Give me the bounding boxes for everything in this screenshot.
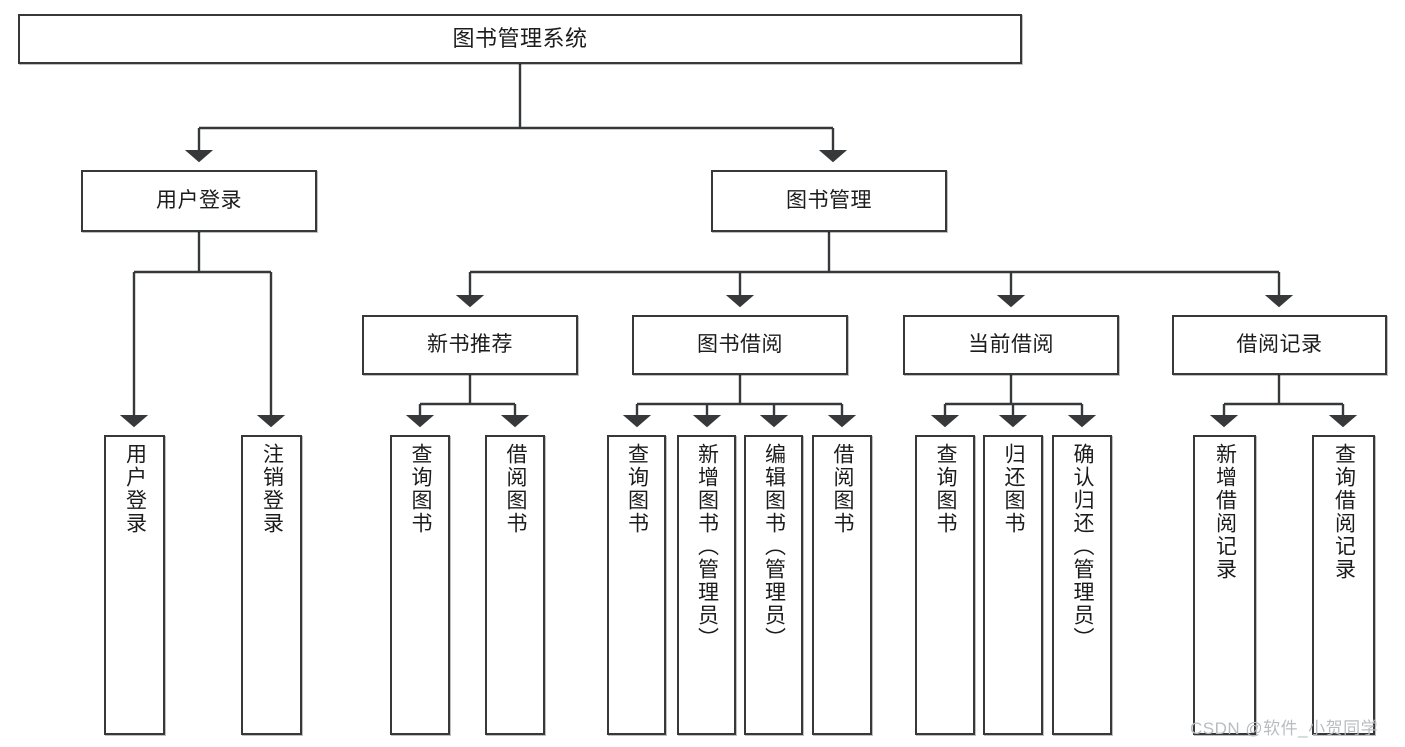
watermark: CSDN @软件_小贺同学: [1190, 719, 1379, 738]
leaf-query-book-borrow-label: 查询图书: [625, 443, 649, 535]
node-new-book-recommend[interactable]: 新书推荐: [362, 315, 578, 375]
node-new-book-recommend-label: 新书推荐: [427, 332, 513, 356]
leaf-add-borrow-record[interactable]: 新增借阅记录: [1193, 435, 1256, 735]
node-book-borrow[interactable]: 图书借阅: [632, 315, 848, 375]
node-book-management-label: 图书管理: [786, 188, 872, 212]
node-current-borrow[interactable]: 当前借阅: [903, 315, 1119, 375]
leaf-confirm-return-admin[interactable]: 确认归还（管理员）: [1052, 435, 1112, 735]
leaf-add-borrow-record-label: 新增借阅记录: [1213, 443, 1237, 581]
leaf-query-borrow-record-label: 查询借阅记录: [1332, 443, 1356, 581]
leaf-edit-book-admin-label: 编辑图书（管理员）: [762, 443, 786, 650]
node-user-login[interactable]: 用户登录: [81, 170, 317, 232]
leaf-user-login[interactable]: 用户登录: [104, 435, 165, 735]
node-root-label: 图书管理系统: [452, 26, 588, 52]
leaf-user-login-label: 用户登录: [123, 443, 147, 535]
leaf-edit-book-admin[interactable]: 编辑图书（管理员）: [744, 435, 803, 735]
leaf-confirm-return-admin-label: 确认归还（管理员）: [1071, 443, 1095, 650]
leaf-return-book-label: 归还图书: [1002, 443, 1026, 535]
leaf-add-book-admin-label: 新增图书（管理员）: [695, 443, 719, 650]
leaf-add-book-admin[interactable]: 新增图书（管理员）: [677, 435, 736, 735]
leaf-user-logout[interactable]: 注销登录: [241, 435, 302, 735]
leaf-borrow-book-recommend-label: 借阅图书: [504, 443, 528, 535]
leaf-borrow-book-recommend[interactable]: 借阅图书: [485, 435, 545, 735]
node-root[interactable]: 图书管理系统: [18, 14, 1022, 64]
leaf-query-book-current-label: 查询图书: [934, 443, 958, 535]
node-user-login-label: 用户登录: [156, 188, 242, 212]
node-book-management[interactable]: 图书管理: [711, 170, 947, 232]
node-borrow-record[interactable]: 借阅记录: [1172, 315, 1387, 375]
leaf-query-book-recommend-label: 查询图书: [409, 443, 433, 535]
node-book-borrow-label: 图书借阅: [697, 332, 783, 356]
leaf-query-borrow-record[interactable]: 查询借阅记录: [1312, 435, 1375, 735]
leaf-query-book-borrow[interactable]: 查询图书: [607, 435, 666, 735]
node-current-borrow-label: 当前借阅: [968, 332, 1054, 356]
leaf-query-book-current[interactable]: 查询图书: [915, 435, 975, 735]
leaf-query-book-recommend[interactable]: 查询图书: [390, 435, 450, 735]
node-borrow-record-label: 借阅记录: [1236, 332, 1323, 356]
leaf-return-book[interactable]: 归还图书: [983, 435, 1043, 735]
leaf-borrow-book-label: 借阅图书: [831, 443, 855, 535]
leaf-borrow-book[interactable]: 借阅图书: [812, 435, 872, 735]
leaf-user-logout-label: 注销登录: [260, 443, 284, 535]
